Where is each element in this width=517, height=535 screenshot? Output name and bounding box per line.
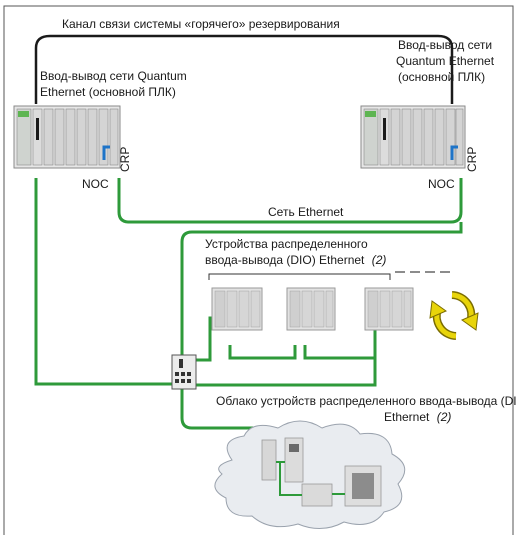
left-crp-label: CRP <box>118 147 132 172</box>
dio-bracket <box>208 273 391 280</box>
right-noc-label: NOC <box>428 177 455 191</box>
dio-devices-label-line2: ввода-вывода (DIO) Ethernet (2) <box>205 253 386 267</box>
left-plc-rack <box>13 105 121 169</box>
dio-cloud-note: (2) <box>437 410 452 424</box>
dio-devices-note: (2) <box>372 253 387 267</box>
hot-standby-link-label: Канал связи системы «горячего» резервиро… <box>62 17 340 31</box>
right-plc-rack <box>360 105 466 169</box>
right-plc-label-line2: Quantum Ethernet <box>396 54 495 68</box>
ethernet-network-label: Сеть Ethernet <box>268 205 344 219</box>
ethernet-to-switch-link <box>180 222 463 360</box>
switch-to-cloud-link <box>180 388 270 438</box>
dio-module-2 <box>286 287 336 331</box>
dio-cloud-label-line1: Облако устройств распределенного ввода-в… <box>216 394 517 408</box>
ethernet-switch-icon <box>171 354 197 390</box>
dio-module-1 <box>211 287 263 331</box>
left-plc-label-line2: Ethernet (основной ПЛК) <box>40 85 176 99</box>
dio-ring-return-link <box>182 345 377 387</box>
right-crp-port-icon <box>450 145 458 160</box>
right-plc-label-line1: Ввод-вывод сети <box>398 38 492 52</box>
dio-cloud-label-line2: Ethernet (2) <box>384 410 451 424</box>
left-plc-label-line1: Ввод-вывод сети Quantum <box>40 69 187 83</box>
dio-module-3 <box>364 287 414 331</box>
right-crp-label: CRP <box>465 147 479 172</box>
switch-left-trunk-link <box>34 178 176 386</box>
dio-devices-label-line1: Устройства распределенного <box>205 237 368 251</box>
right-plc-label-line3: (основной ПЛК) <box>398 70 485 84</box>
hot-standby-link <box>34 34 454 104</box>
ethernet-ring-link <box>117 178 463 224</box>
rotate-arrows-icon <box>429 291 479 340</box>
left-noc-label: NOC <box>82 177 109 191</box>
cloud-devices <box>261 437 382 507</box>
dio-cloud-label-text: Ethernet <box>384 410 430 424</box>
diagram-frame <box>3 5 514 535</box>
left-crp-port-icon <box>102 145 110 160</box>
dio-devices-label-text: ввода-вывода (DIO) Ethernet <box>205 253 365 267</box>
